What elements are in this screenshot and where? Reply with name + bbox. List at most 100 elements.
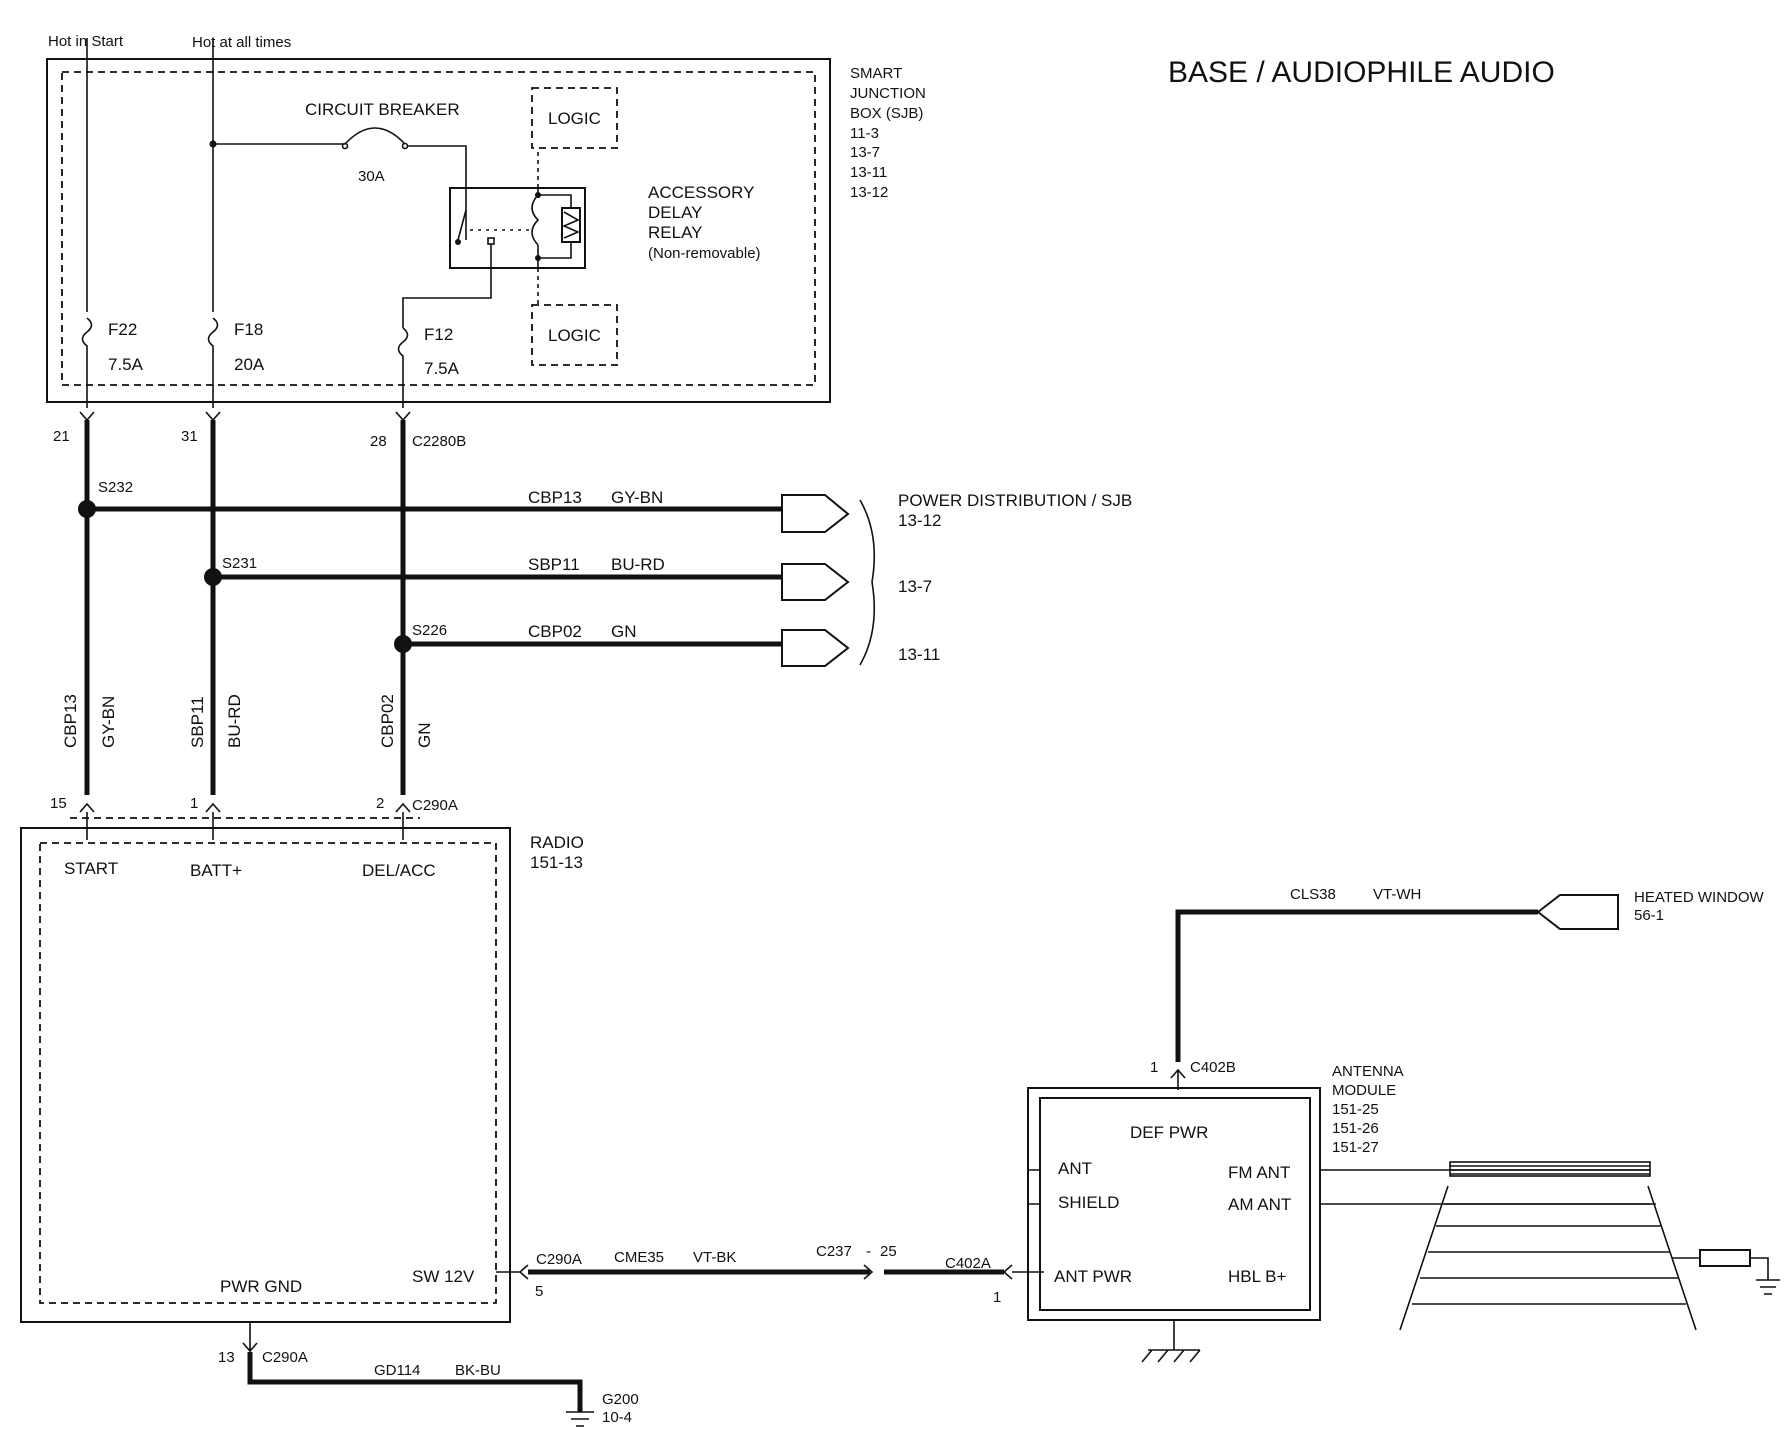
- relay-coil-symbol: [531, 194, 540, 246]
- fuse-f18-rating: 20A: [234, 355, 265, 374]
- relay-contact-open: [487, 237, 495, 245]
- branch-arrow-sbp11: [781, 563, 850, 601]
- defroster-ground-symbol: [1750, 1257, 1780, 1295]
- ground-g200-symbol: [566, 1411, 594, 1427]
- branch-arrow-cbp13: [781, 494, 850, 533]
- branch-sbp11-circuit: SBP11: [528, 555, 580, 574]
- cme35-circuit-label: CME35: [614, 1249, 664, 1266]
- radio-ground-pin: 13: [218, 1349, 235, 1366]
- radio-output-pin: 5: [535, 1283, 543, 1300]
- vertical-cbp13-color: GY-BN: [99, 696, 118, 748]
- relay-label-line-2: DELAY: [648, 203, 703, 222]
- antenna-fm-ant-label: FM ANT: [1228, 1163, 1290, 1182]
- c402b-pin: 1: [1150, 1059, 1158, 1076]
- vertical-sbp11-color: BU-RD: [225, 694, 244, 748]
- c237-dash: -: [866, 1243, 871, 1260]
- relay-output-wire: [402, 244, 492, 328]
- radio-output-chevron: [518, 1264, 529, 1280]
- c290a-input-pin-chevrons: [79, 802, 411, 813]
- c237-pin-label: 25: [880, 1243, 897, 1260]
- smart-junction-box: [46, 58, 831, 403]
- c2280b-pin-31: 31: [181, 428, 198, 445]
- wire-gd114: [247, 1352, 583, 1412]
- power-distribution-ref-1: 13-12: [898, 511, 941, 530]
- radio-input-connector-label: C290A: [412, 797, 458, 814]
- heated-window-ref: 56-1: [1634, 907, 1664, 924]
- radio-pin-15: 15: [50, 795, 67, 812]
- fuse-f12-symbol: [397, 327, 409, 408]
- radio-pwr-gnd-label: PWR GND: [220, 1277, 302, 1296]
- antenna-def-pwr-label: DEF PWR: [1130, 1123, 1208, 1142]
- c402b-chevron: [1170, 1068, 1186, 1090]
- c237-chevron: [863, 1264, 874, 1280]
- antenna-ant-pwr-label: ANT PWR: [1054, 1267, 1132, 1286]
- c2280b-pin-21: 21: [53, 428, 70, 445]
- branch-sbp11-color: BU-RD: [611, 555, 665, 574]
- splice-s231-label: S231: [222, 555, 257, 572]
- circuit-breaker-symbol: [344, 127, 406, 145]
- heated-window-label: HEATED WINDOW: [1634, 889, 1765, 906]
- radio-input-delacc: DEL/ACC: [362, 861, 436, 880]
- accessory-delay-relay: [449, 187, 586, 269]
- fuse-f12-id: F12: [424, 325, 453, 344]
- antenna-module-ref-3: 151-27: [1332, 1139, 1379, 1156]
- c290a-input-pin-leads: [86, 812, 404, 840]
- breaker-terminal-left: [341, 142, 349, 150]
- c2280b-pin-28: 28: [370, 433, 387, 450]
- branch-cbp02-circuit: CBP02: [528, 622, 582, 641]
- logic-box-bottom: [531, 304, 618, 366]
- c237-label: C237: [816, 1243, 852, 1260]
- power-distribution-label: POWER DISTRIBUTION / SJB: [898, 491, 1132, 510]
- antenna-am-ant-label: AM ANT: [1228, 1195, 1291, 1214]
- radio-ground-connector: C290A: [262, 1349, 308, 1366]
- gd114-color-label: BK-BU: [455, 1362, 501, 1379]
- relay-contact-dot: [455, 239, 461, 245]
- relay-label-line-4: (Non-removable): [648, 245, 761, 262]
- relay-resistor-leads: [538, 194, 572, 259]
- breaker-to-relay-wire: [407, 145, 467, 240]
- g200-ref-label: 10-4: [602, 1409, 632, 1426]
- radio-pin-1: 1: [190, 795, 198, 812]
- sjb-name-line-3: BOX (SJB): [850, 105, 923, 122]
- radio-input-batt: BATT+: [190, 861, 242, 880]
- vertical-cbp13-circuit: CBP13: [61, 694, 80, 748]
- relay-resistor-zigzag: [561, 211, 581, 239]
- relay-label-line-1: ACCESSORY: [648, 183, 754, 202]
- hot-in-start-label: Hot in Start: [48, 33, 124, 50]
- logic-bottom-label: LOGIC: [548, 326, 601, 345]
- g200-label: G200: [602, 1391, 639, 1408]
- gd114-circuit-label: GD114: [374, 1362, 420, 1379]
- branch-cbp02-color: GN: [611, 622, 637, 641]
- fuse-f18-id: F18: [234, 320, 263, 339]
- c402a-label: C402A: [945, 1255, 991, 1272]
- radio-ref: 151-13: [530, 853, 583, 872]
- defroster-terminal: [1699, 1249, 1751, 1267]
- c402a-chevron: [1002, 1264, 1013, 1280]
- relay-switch-arm: [457, 209, 467, 241]
- cls38-color-label: VT-WH: [1373, 886, 1421, 903]
- defroster-side-rails: [1399, 1185, 1697, 1331]
- radio-input-start: START: [64, 859, 118, 878]
- vertical-cbp02-circuit: CBP02: [378, 694, 397, 748]
- radio-inner-dashed-box: [39, 842, 497, 1304]
- logic-box-top: [531, 87, 618, 149]
- defroster-grid-lines: [1412, 1203, 1686, 1305]
- antenna-module-ref-1: 151-25: [1332, 1101, 1379, 1118]
- antenna-shield-label: SHIELD: [1058, 1193, 1119, 1212]
- c402b-label: C402B: [1190, 1059, 1236, 1076]
- cls38-circuit-label: CLS38: [1290, 886, 1336, 903]
- antenna-module-name-1: ANTENNA: [1332, 1063, 1404, 1080]
- sjb-ref-4: 13-12: [850, 184, 888, 201]
- wire-cls38: [1175, 909, 1538, 1062]
- breaker-terminal-right: [401, 142, 409, 150]
- radio-ground-pin-lead: [242, 1322, 258, 1353]
- sjb-inner-dashed-box: [61, 71, 816, 386]
- vertical-sbp11-circuit: SBP11: [188, 696, 207, 748]
- fuse-f12-rating: 7.5A: [424, 359, 460, 378]
- fuse-f22-id: F22: [108, 320, 137, 339]
- hot-at-all-times-label: Hot at all times: [192, 34, 291, 51]
- c2280b-connector-label: C2280B: [412, 433, 466, 450]
- fm-antenna-strands: [1450, 1165, 1650, 1175]
- power-distribution-brace: [859, 499, 876, 666]
- sjb-name-line-2: JUNCTION: [850, 85, 926, 102]
